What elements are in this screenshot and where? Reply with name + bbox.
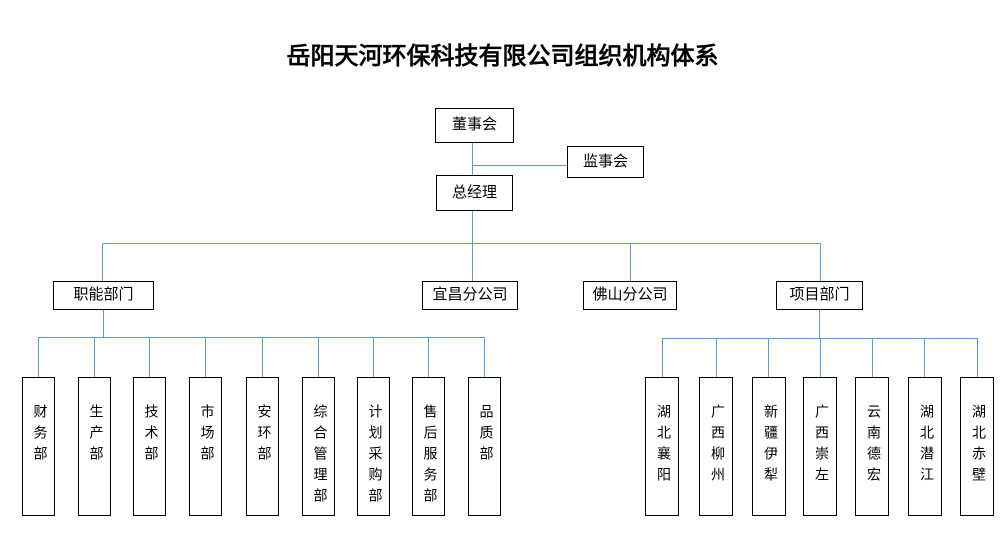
connector-leaf-drop	[768, 338, 769, 377]
connector-leaf-drop	[318, 337, 319, 377]
node-office-hubei-chibi: 湖北赤壁	[960, 377, 994, 516]
node-office-xinjiang-yili: 新疆伊犁	[752, 377, 786, 516]
connector-leaf-drop	[977, 338, 978, 377]
connector-leaf-drop	[820, 338, 821, 377]
node-label: 综合管理部	[311, 404, 327, 509]
node-label: 售后服务部	[421, 404, 437, 509]
node-label: 安环部	[255, 404, 271, 467]
node-label: 技术部	[142, 404, 158, 467]
node-label: 生产部	[87, 404, 103, 467]
connector-leaf-drop	[484, 337, 485, 377]
node-quality-dept: 品质部	[468, 377, 501, 516]
node-safety-environment-dept: 安环部	[246, 377, 279, 516]
connector-leaf-drop	[428, 337, 429, 377]
node-general-management-dept: 综合管理部	[302, 377, 335, 516]
node-finance-dept: 财务部	[22, 377, 55, 516]
node-foshan-branch: 佛山分公司	[583, 281, 677, 310]
node-label: 宜昌分公司	[432, 287, 508, 303]
node-label: 新疆伊犁	[762, 404, 777, 488]
connector-leaf-drop	[662, 338, 663, 377]
connector-leaf-drop	[716, 338, 717, 377]
node-label: 品质部	[477, 404, 493, 467]
node-label: 计划采购部	[366, 404, 382, 509]
node-label: 财务部	[31, 404, 47, 467]
node-label: 职能部门	[73, 287, 134, 303]
connector-leaf-drop	[262, 337, 263, 377]
connector-drop-yichang	[472, 243, 473, 281]
node-label: 广西崇左	[813, 404, 828, 488]
connector-drop-foshan	[630, 243, 631, 281]
node-board-of-directors: 董事会	[435, 108, 514, 143]
node-planning-procurement-dept: 计划采购部	[357, 377, 390, 516]
node-label: 项目部门	[789, 287, 850, 303]
node-label: 湖北潜江	[918, 404, 933, 488]
node-production-dept: 生产部	[78, 377, 111, 516]
node-project-departments: 项目部门	[776, 281, 863, 310]
node-label: 佛山分公司	[592, 287, 668, 303]
connector-leaf-drop	[373, 337, 374, 377]
connector-leaf-drop	[149, 337, 150, 377]
node-label: 监事会	[582, 153, 628, 170]
node-label: 市场部	[198, 404, 214, 467]
node-label: 云南德宏	[865, 404, 880, 488]
node-after-sales-service-dept: 售后服务部	[412, 377, 445, 516]
node-office-yunnan-dehong: 云南德宏	[855, 377, 889, 516]
connector-gm-drop	[472, 211, 473, 243]
node-supervisory-board: 监事会	[567, 146, 644, 178]
connector-leaf-drop	[38, 337, 39, 377]
node-office-guangxi-liuzhou: 广西柳州	[699, 377, 733, 516]
connector-functional-stem	[103, 310, 104, 337]
node-office-guangxi-chongzuo: 广西崇左	[803, 377, 837, 516]
node-office-hubei-qianjiang: 湖北潜江	[908, 377, 942, 516]
node-office-hubei-xiangyang: 湖北襄阳	[645, 377, 679, 516]
node-label: 湖北襄阳	[655, 404, 670, 488]
connector-project-stem	[819, 310, 820, 338]
connector-to-supervisory	[472, 165, 567, 166]
connector-functional-bus	[38, 337, 485, 338]
connector-leaf-drop	[94, 337, 95, 377]
node-label: 湖北赤壁	[970, 404, 985, 488]
node-label: 广西柳州	[709, 404, 724, 488]
node-label: 董事会	[451, 117, 497, 133]
connector-board-to-gm	[472, 143, 473, 175]
connector-leaf-drop	[872, 338, 873, 377]
node-general-manager: 总经理	[436, 175, 513, 211]
node-yichang-branch: 宜昌分公司	[422, 281, 518, 310]
connector-main-bus	[102, 243, 821, 244]
connector-leaf-drop	[205, 337, 206, 377]
node-technology-dept: 技术部	[133, 377, 166, 516]
chart-title: 岳阳天河环保科技有限公司组织机构体系	[286, 44, 719, 70]
connector-leaf-drop	[924, 338, 925, 377]
connector-drop-project	[820, 243, 821, 281]
node-functional-departments: 职能部门	[53, 281, 154, 310]
node-marketing-dept: 市场部	[189, 377, 222, 516]
node-label: 总经理	[451, 184, 497, 201]
connector-drop-functional	[102, 243, 103, 281]
